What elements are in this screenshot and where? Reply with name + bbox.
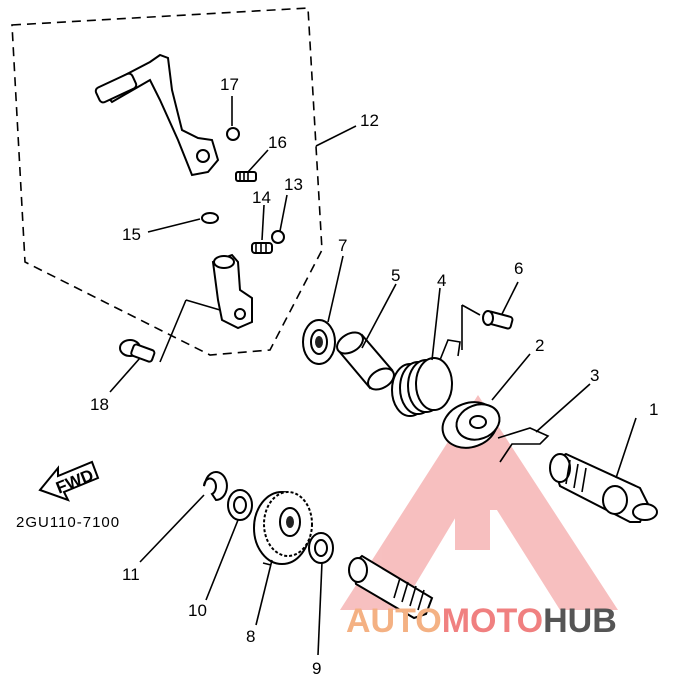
callout-15: 15 xyxy=(122,225,141,244)
part-1-kick-axle xyxy=(549,452,658,523)
callout-11: 11 xyxy=(122,565,140,584)
part-10-washer xyxy=(227,489,253,521)
kick-boss-clamp xyxy=(211,253,253,330)
callout-1: 1 xyxy=(649,400,658,419)
part-17-ball xyxy=(226,127,240,141)
part-16-bolt xyxy=(235,171,257,182)
part-7-oil-seal xyxy=(302,319,336,365)
part-2-kick-ratchet xyxy=(441,401,501,449)
kick-pedal-arm xyxy=(94,53,220,177)
callout-2: 2 xyxy=(535,336,544,355)
watermark-logo xyxy=(340,395,618,610)
callout-17: 17 xyxy=(220,75,239,94)
callout-3: 3 xyxy=(590,366,599,385)
part-4-torsion-spring xyxy=(391,339,461,417)
part-8-idle-gear xyxy=(253,491,313,565)
watermark-hub: HUB xyxy=(543,602,617,640)
part-6-bolt xyxy=(482,310,514,330)
part-18-bolt xyxy=(119,339,156,363)
callout-12: 12 xyxy=(360,111,379,130)
part-9-washer xyxy=(308,532,334,564)
callout-18: 18 xyxy=(90,395,109,414)
pin-guide-line xyxy=(461,304,481,350)
callout-10: 10 xyxy=(188,601,207,620)
watermark-moto: MOTO xyxy=(442,602,543,640)
callout-7: 7 xyxy=(338,236,347,255)
fwd-label: FWD xyxy=(53,465,96,497)
callout-14: 14 xyxy=(252,188,271,207)
part-11-circlip xyxy=(203,471,228,502)
callout-labels: 1 2 3 4 5 6 7 8 9 10 11 12 13 14 15 16 1… xyxy=(90,75,658,678)
callout-16: 16 xyxy=(268,133,287,152)
callout-9: 9 xyxy=(312,659,321,678)
part-3-clip xyxy=(497,427,550,463)
svg-text:AUTOMOTOHUB: AUTOMOTOHUB xyxy=(346,602,617,640)
callout-8: 8 xyxy=(246,627,255,646)
callout-4: 4 xyxy=(437,271,446,290)
watermark-text: AUTOMOTOHUB xyxy=(346,602,617,640)
watermark-auto: AUTO xyxy=(346,602,442,640)
part-15-washer xyxy=(201,212,219,224)
leader-lines xyxy=(109,96,637,656)
idle-gear-shaft xyxy=(348,554,434,620)
callout-13: 13 xyxy=(284,175,303,194)
assembly-boundary-dashed xyxy=(11,7,323,356)
part-14-spring xyxy=(251,242,273,254)
callout-5: 5 xyxy=(391,266,400,285)
part-13-ball xyxy=(271,230,285,244)
drawing-code: 2GU110-7100 xyxy=(16,514,120,531)
forward-arrow: FWD xyxy=(38,460,100,502)
part-5-collar xyxy=(336,331,395,391)
callout-6: 6 xyxy=(514,259,523,278)
